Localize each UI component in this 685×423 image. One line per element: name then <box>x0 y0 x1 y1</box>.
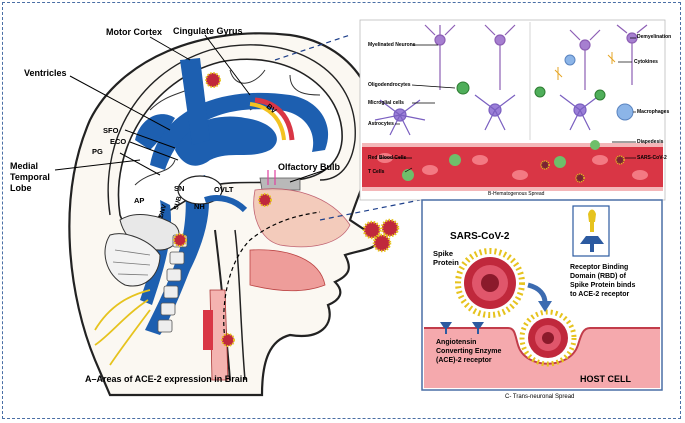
oral-cavity <box>249 249 326 292</box>
figure-frame <box>2 2 681 419</box>
astrocytes <box>374 94 601 136</box>
pathway-dashed <box>223 211 321 341</box>
label-microglial-cells: Microglial cells <box>368 100 404 106</box>
label-medial-temporal-lobe-3: Lobe <box>10 183 32 193</box>
label-astrocytes: Astrocytes <box>368 121 394 127</box>
label-demyelination: Demyelination <box>637 34 672 40</box>
label-rbd-4: to ACE-2 receptor <box>570 291 630 298</box>
blood-vessel <box>362 145 663 189</box>
label-cingulate-gyrus: Cingulate Gyrus <box>173 26 243 36</box>
label-medial-temporal-lobe-1: Medial <box>10 161 39 171</box>
label-oligodendrocytes: Oligodendrocytes <box>368 82 411 88</box>
vessel-viruses <box>540 155 625 183</box>
nasal-cavity <box>253 188 351 248</box>
oligodendrocytes <box>456 81 606 101</box>
label-t-cells: T Cells <box>368 169 385 175</box>
label-eco: ECO <box>110 137 127 146</box>
cerebellum <box>104 233 161 287</box>
label-ventricles: Ventricles <box>24 68 67 78</box>
panel-c-title: SARS-CoV-2 <box>450 231 510 242</box>
neurons <box>424 24 648 90</box>
label-spike-protein-1: Spike <box>433 249 454 258</box>
virus-head-2 <box>258 193 272 207</box>
label-host-cell: HOST CELL <box>580 374 631 384</box>
bv-vessel <box>254 97 295 141</box>
label-motor-cortex: Motor Cortex <box>106 27 162 37</box>
label-macrophages: Macrophages <box>637 109 670 115</box>
label-diapedesis: Diapedesis <box>637 139 664 145</box>
panel-c-caption: C- Trans-neuronal Spread <box>505 394 575 400</box>
peripheral-nerves <box>94 289 151 366</box>
olfactory-bulb <box>259 177 301 191</box>
motor-cortex-band <box>180 58 210 145</box>
label-pg: PG <box>92 147 103 156</box>
label-myelinated-neurons: Myelinated Neurons <box>368 42 416 48</box>
label-rbd-3: Spike Protein binds <box>570 282 636 289</box>
label-sn: SN <box>174 184 185 193</box>
virus-head-3 <box>173 233 187 247</box>
label-rbd-1: Receptor Binding <box>570 264 629 271</box>
label-nh: NH <box>194 202 205 211</box>
label-olfactory-bulb: Olfactory Bulb <box>278 162 341 172</box>
macrophages <box>564 54 634 121</box>
label-spike-protein-2: Protein <box>433 258 459 267</box>
virus-nose-2 <box>380 218 400 238</box>
label-cytokines: Cytokines <box>634 59 658 65</box>
label-red-blood-cells: Red Blood Cells <box>368 155 407 161</box>
virus-head-1 <box>205 72 221 88</box>
host-cell <box>424 328 660 388</box>
virus-head-4 <box>221 333 235 347</box>
brainstem <box>145 175 210 335</box>
label-rbd-2: Domain (RBD) of <box>570 273 626 280</box>
panel-b-caption: B-Hematogenous Spread <box>488 191 545 197</box>
label-ace2-2: Converting Enzyme <box>436 348 502 355</box>
label-ace2-1: Angiotensin <box>436 339 477 346</box>
virus-large <box>455 248 525 318</box>
label-sfo: SFO <box>103 126 119 135</box>
skull-line <box>107 44 356 216</box>
virus-nose-1 <box>362 220 382 240</box>
label-ace2-3: (ACE)-2 receptor <box>436 357 492 364</box>
t-cells <box>402 140 600 181</box>
ace2-receptors <box>440 322 484 334</box>
label-sars-cov-2-b: SARS-CoV-2 <box>637 155 667 161</box>
virus-nose-3 <box>372 233 392 253</box>
label-ap: AP <box>134 196 145 205</box>
label-ovlt: OVLT <box>214 185 234 194</box>
panel-a-caption: A–Areas of ACE-2 expression in Brain <box>85 374 248 384</box>
label-medial-temporal-lobe-2: Temporal <box>10 172 50 182</box>
cytokines <box>554 52 616 80</box>
virus-entering <box>519 309 577 367</box>
